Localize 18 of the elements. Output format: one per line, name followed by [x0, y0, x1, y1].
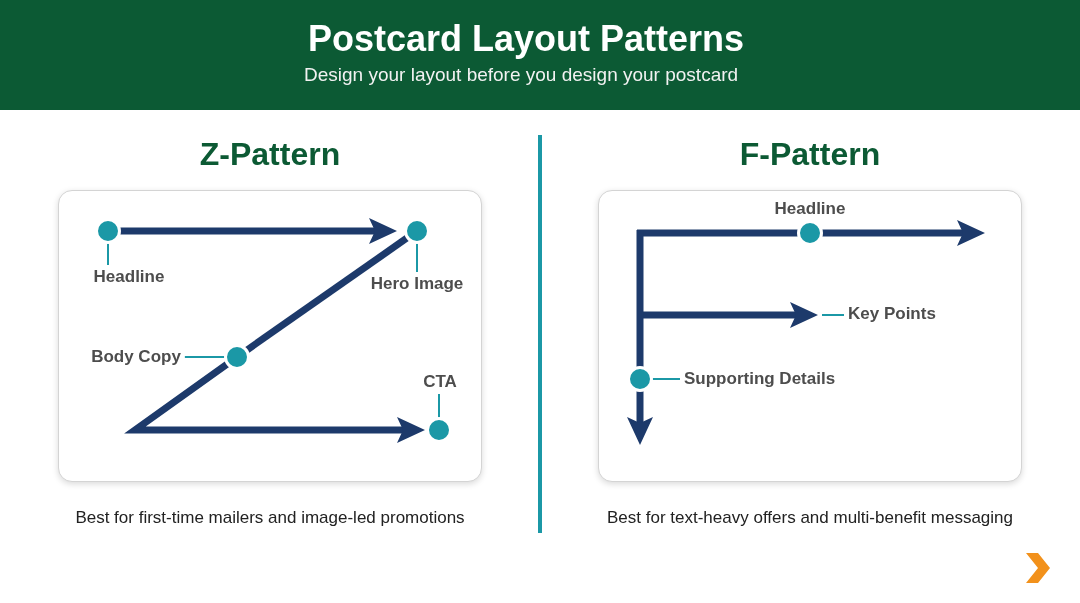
page-title: Postcard Layout Patterns — [308, 18, 745, 60]
flow-arrow — [124, 359, 425, 443]
point-label: Body Copy — [91, 347, 181, 367]
point-label: Headline — [93, 267, 165, 287]
panel-note: Best for first-time mailers and image-led promotions — [75, 508, 465, 528]
panel-note: Best for text-heavy offers and multi-benefit messaging — [607, 508, 1013, 528]
subtitle: Design your layout before you design your postcard — [304, 64, 739, 86]
panel-heading: F-Pattern — [738, 136, 882, 173]
flow-arrow — [118, 218, 397, 244]
flow-arrow — [820, 220, 985, 246]
panel-heading: Z-Pattern — [198, 136, 342, 173]
flow-arrow — [627, 389, 653, 445]
point-label: Supporting Details — [684, 369, 836, 389]
point-label: Headline — [774, 199, 846, 219]
leader-line — [821, 314, 845, 316]
point-label: Key Points — [848, 304, 936, 324]
point-label: Hero Image — [370, 274, 464, 294]
point-label: CTA — [423, 372, 457, 392]
